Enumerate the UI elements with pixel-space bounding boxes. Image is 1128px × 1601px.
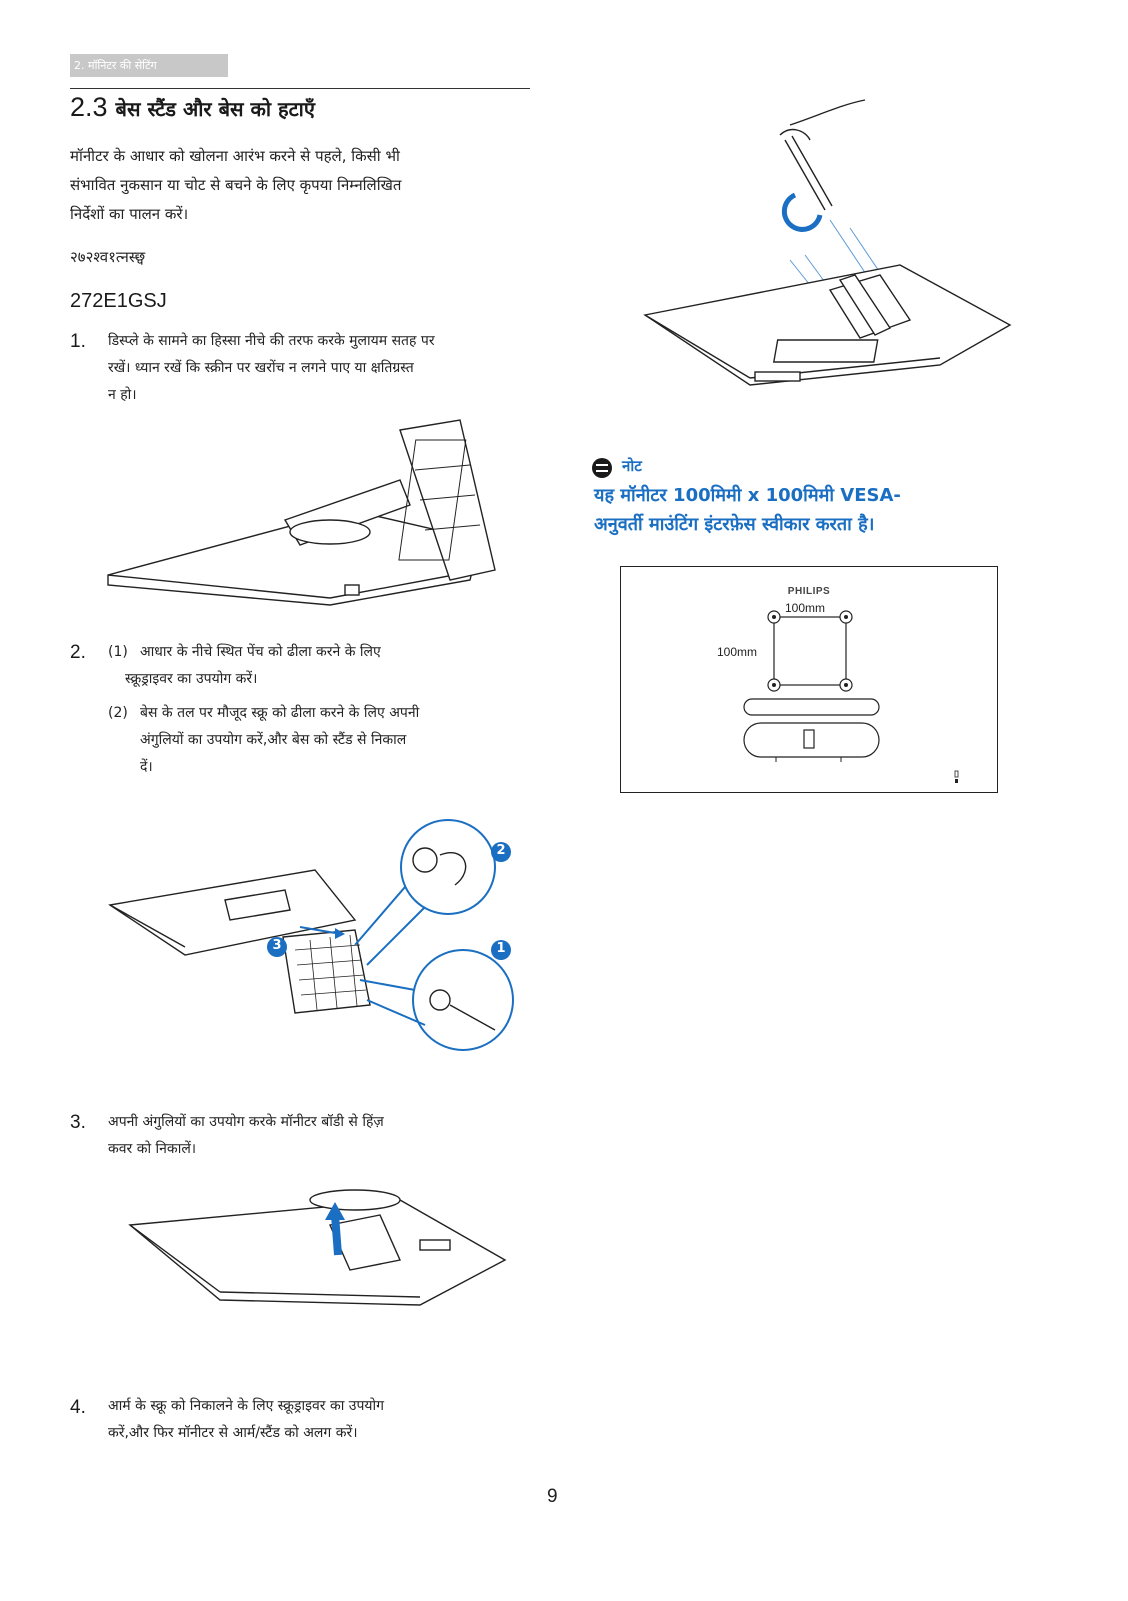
- vesa-width-label: 100mm: [785, 601, 826, 615]
- step-line: बेस के तल पर मौजूद स्क्रू को ढीला करने क…: [140, 705, 420, 721]
- callout-2-badge: [491, 842, 511, 862]
- step-line: आर्म के स्क्रू को निकालने के लिए स्क्रूड…: [108, 1398, 385, 1414]
- vesa-drawing: [743, 610, 959, 783]
- callout-1-label: 1: [496, 941, 506, 956]
- note-label: नोट: [622, 457, 642, 475]
- step-number: 1.: [70, 331, 86, 352]
- header-divider: [70, 88, 530, 89]
- step-line: अपनी अंगुलियों का उपयोग करके मॉनीटर बॉडी…: [108, 1114, 384, 1130]
- callout-3-label: 3: [272, 938, 282, 953]
- page-number: 9: [547, 1486, 558, 1507]
- model-name: 272E1GSJ: [70, 290, 167, 312]
- step-line: आधार के नीचे स्थित पेंच को ढीला करने के …: [140, 644, 381, 660]
- step-line: न हो।: [108, 387, 137, 403]
- callout-1-badge: [491, 940, 511, 960]
- vesa-diagram: PHILIPS 100mm 100mm: [620, 566, 998, 793]
- step-line: कवर को निकालें।: [108, 1141, 197, 1157]
- brand-logo: PHILIPS: [787, 586, 831, 597]
- base-removal-illustration: [108, 819, 514, 1051]
- step-number: 4.: [70, 1397, 86, 1418]
- step-line: करें,और फिर मॉनीटर से आर्म/स्टैंड को अलग…: [108, 1425, 358, 1441]
- intro-line: निर्देशों का पालन करें।: [70, 205, 189, 223]
- arm-removal-illustration: [643, 99, 1012, 386]
- intro-line: संभावित नुकसान या चोट से बचने के लिए कृप…: [70, 176, 402, 194]
- step-line: अंगुलियों का उपयोग करें,और बेस को स्टैंड…: [140, 732, 407, 748]
- section-title: 2.3 बेस स्टैंड और बेस को हटाएँ: [70, 92, 315, 123]
- model-hindi: २७२श्व१त्नस्छ्व: [70, 248, 146, 266]
- callout-2-label: 2: [496, 843, 506, 858]
- step-2-sub-2-number: (2): [108, 705, 128, 721]
- hinge-cover-illustration: [128, 1189, 507, 1306]
- step-line: दें।: [140, 759, 153, 775]
- step-line: स्क्रूड्राइवर का उपयोग करें।: [125, 671, 258, 687]
- note-text: यह मॉनीटर 100मिमी x 100मिमी VESA- अनुवर्…: [594, 481, 1014, 539]
- intro-paragraph: मॉनीटर के आधार को खोलना आरंभ करने से पहल…: [70, 142, 540, 229]
- section-number: 2.3: [70, 92, 108, 122]
- intro-line: मॉनीटर के आधार को खोलना आरंभ करने से पहल…: [70, 147, 400, 165]
- vesa-height-label: 100mm: [717, 645, 758, 659]
- note-line: यह मॉनीटर 100मिमी x 100मिमी VESA-: [594, 485, 901, 506]
- step-4-text: आर्म के स्क्रू को निकालने के लिए स्क्रूड…: [108, 1393, 538, 1447]
- step-1-text: डिस्प्ले के सामने का हिस्सा नीचे की तरफ …: [108, 328, 538, 409]
- step-2-sub-1-text: आधार के नीचे स्थित पेंच को ढीला करने के …: [125, 639, 530, 693]
- step-2-sub-1-number: (1): [108, 644, 128, 660]
- step-number: 2.: [70, 642, 86, 663]
- section-title-text: बेस स्टैंड और बेस को हटाएँ: [115, 97, 315, 121]
- header-breadcrumb: 2. मॉनिटर की सेटिंग: [70, 54, 228, 77]
- step-line: डिस्प्ले के सामने का हिस्सा नीचे की तरफ …: [108, 333, 435, 349]
- step-number: 3.: [70, 1112, 86, 1133]
- note-icon: [592, 458, 612, 478]
- monitor-base-illustration: [107, 419, 496, 606]
- note-line: अनुवर्ती माउंटिंग इंटरफ़ेस स्वीकार करता …: [594, 514, 875, 535]
- step-2-sub-2-text: बेस के तल पर मौजूद स्क्रू को ढीला करने क…: [140, 700, 530, 781]
- callout-3-badge: [267, 937, 287, 957]
- step-line: रखें। ध्यान रखें कि स्क्रीन पर खरोंच न ल…: [108, 360, 414, 376]
- step-3-text: अपनी अंगुलियों का उपयोग करके मॉनीटर बॉडी…: [108, 1109, 538, 1163]
